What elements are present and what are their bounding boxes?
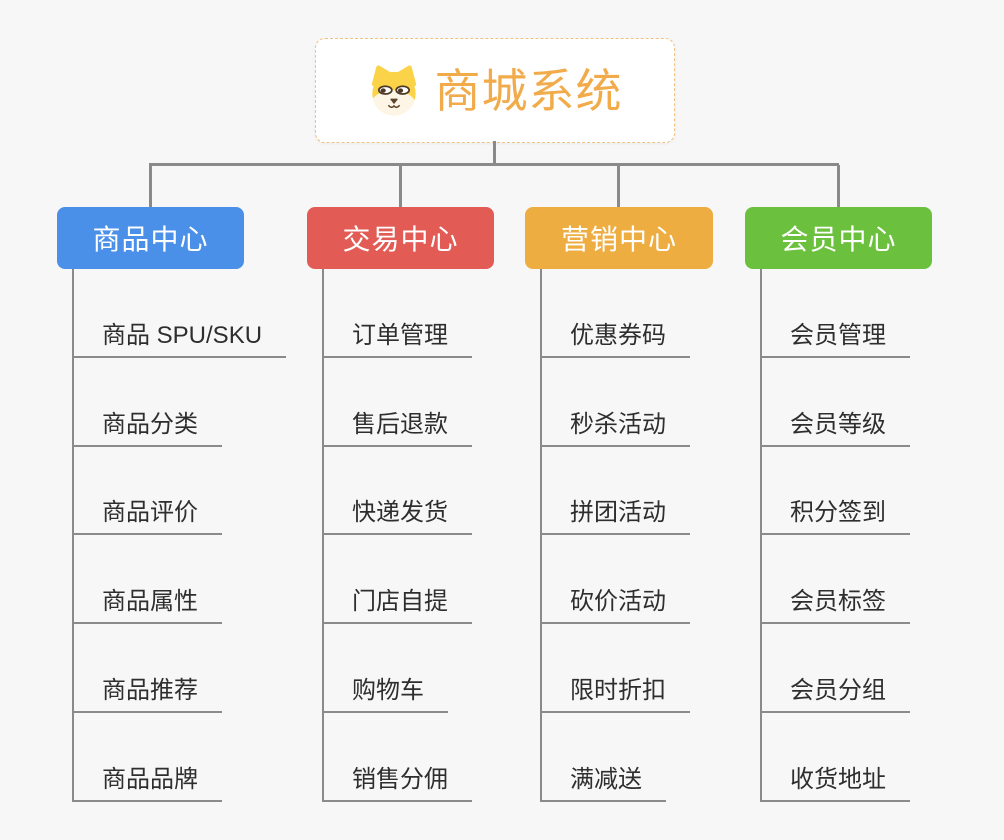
mindmap-node-item[interactable]: 快递发货 [322,493,472,535]
mindmap-node-item[interactable]: 售后退款 [322,405,472,447]
mindmap-node-item[interactable]: 购物车 [322,671,448,713]
mindmap-node-item[interactable]: 商品品牌 [72,760,222,802]
branch-trade-children: 订单管理 售后退款 快递发货 门店自提 购物车 销售分佣 [322,269,552,804]
mindmap-node-item[interactable]: 会员分组 [760,671,910,713]
mindmap-node-item[interactable]: 商品属性 [72,582,222,624]
mindmap-node-item[interactable]: 订单管理 [322,316,472,358]
mindmap-node-item[interactable]: 会员管理 [760,316,910,358]
mindmap-node-item[interactable]: 积分签到 [760,493,910,535]
mindmap-node-item[interactable]: 砍价活动 [540,582,690,624]
connector-trunk [322,269,324,802]
branch-marketing-center[interactable]: 营销中心 [525,207,713,269]
mindmap-node-item[interactable]: 拼团活动 [540,493,690,535]
branch-product-children: 商品 SPU/SKU 商品分类 商品评价 商品属性 商品推荐 商品品牌 [72,269,302,804]
root-title: 商城系统 [434,64,623,117]
branch-member-center[interactable]: 会员中心 [745,207,932,269]
branch-marketing-children: 优惠券码 秒杀活动 拼团活动 砍价活动 限时折扣 满减送 [540,269,770,804]
mindmap-node-item[interactable]: 秒杀活动 [540,405,690,447]
branch-trade-center[interactable]: 交易中心 [307,207,494,269]
connector-trunk [760,269,762,802]
mindmap-node-item[interactable]: 销售分佣 [322,760,472,802]
branch-member-children: 会员管理 会员等级 积分签到 会员标签 会员分组 收货地址 [760,269,990,804]
connector-bus [149,163,839,166]
connector-trunk [540,269,542,802]
mindmap-node-item[interactable]: 优惠券码 [540,316,690,358]
branch-product-center[interactable]: 商品中心 [57,207,244,269]
connector-trunk [72,269,74,802]
mindmap-node-item[interactable]: 满减送 [540,760,666,802]
mindmap-node-item[interactable]: 商品分类 [72,405,222,447]
root-node[interactable]: 商城系统 [315,38,675,143]
mindmap-node-item[interactable]: 商品推荐 [72,671,222,713]
shiba-dog-icon [371,64,416,115]
mindmap-node-item[interactable]: 门店自提 [322,582,472,624]
mindmap-node-item[interactable]: 商品 SPU/SKU [72,316,287,358]
connector-drop [399,165,402,207]
connector-root-stem [493,141,496,164]
mindmap-node-item[interactable]: 会员等级 [760,405,910,447]
mindmap-node-item[interactable]: 商品评价 [72,493,222,535]
mindmap-node-item[interactable]: 收货地址 [760,760,910,802]
connector-drop [617,165,620,207]
connector-drop [149,165,152,207]
connector-drop [837,165,840,207]
mindmap-node-item[interactable]: 限时折扣 [540,671,690,713]
mindmap-node-item[interactable]: 会员标签 [760,582,910,624]
